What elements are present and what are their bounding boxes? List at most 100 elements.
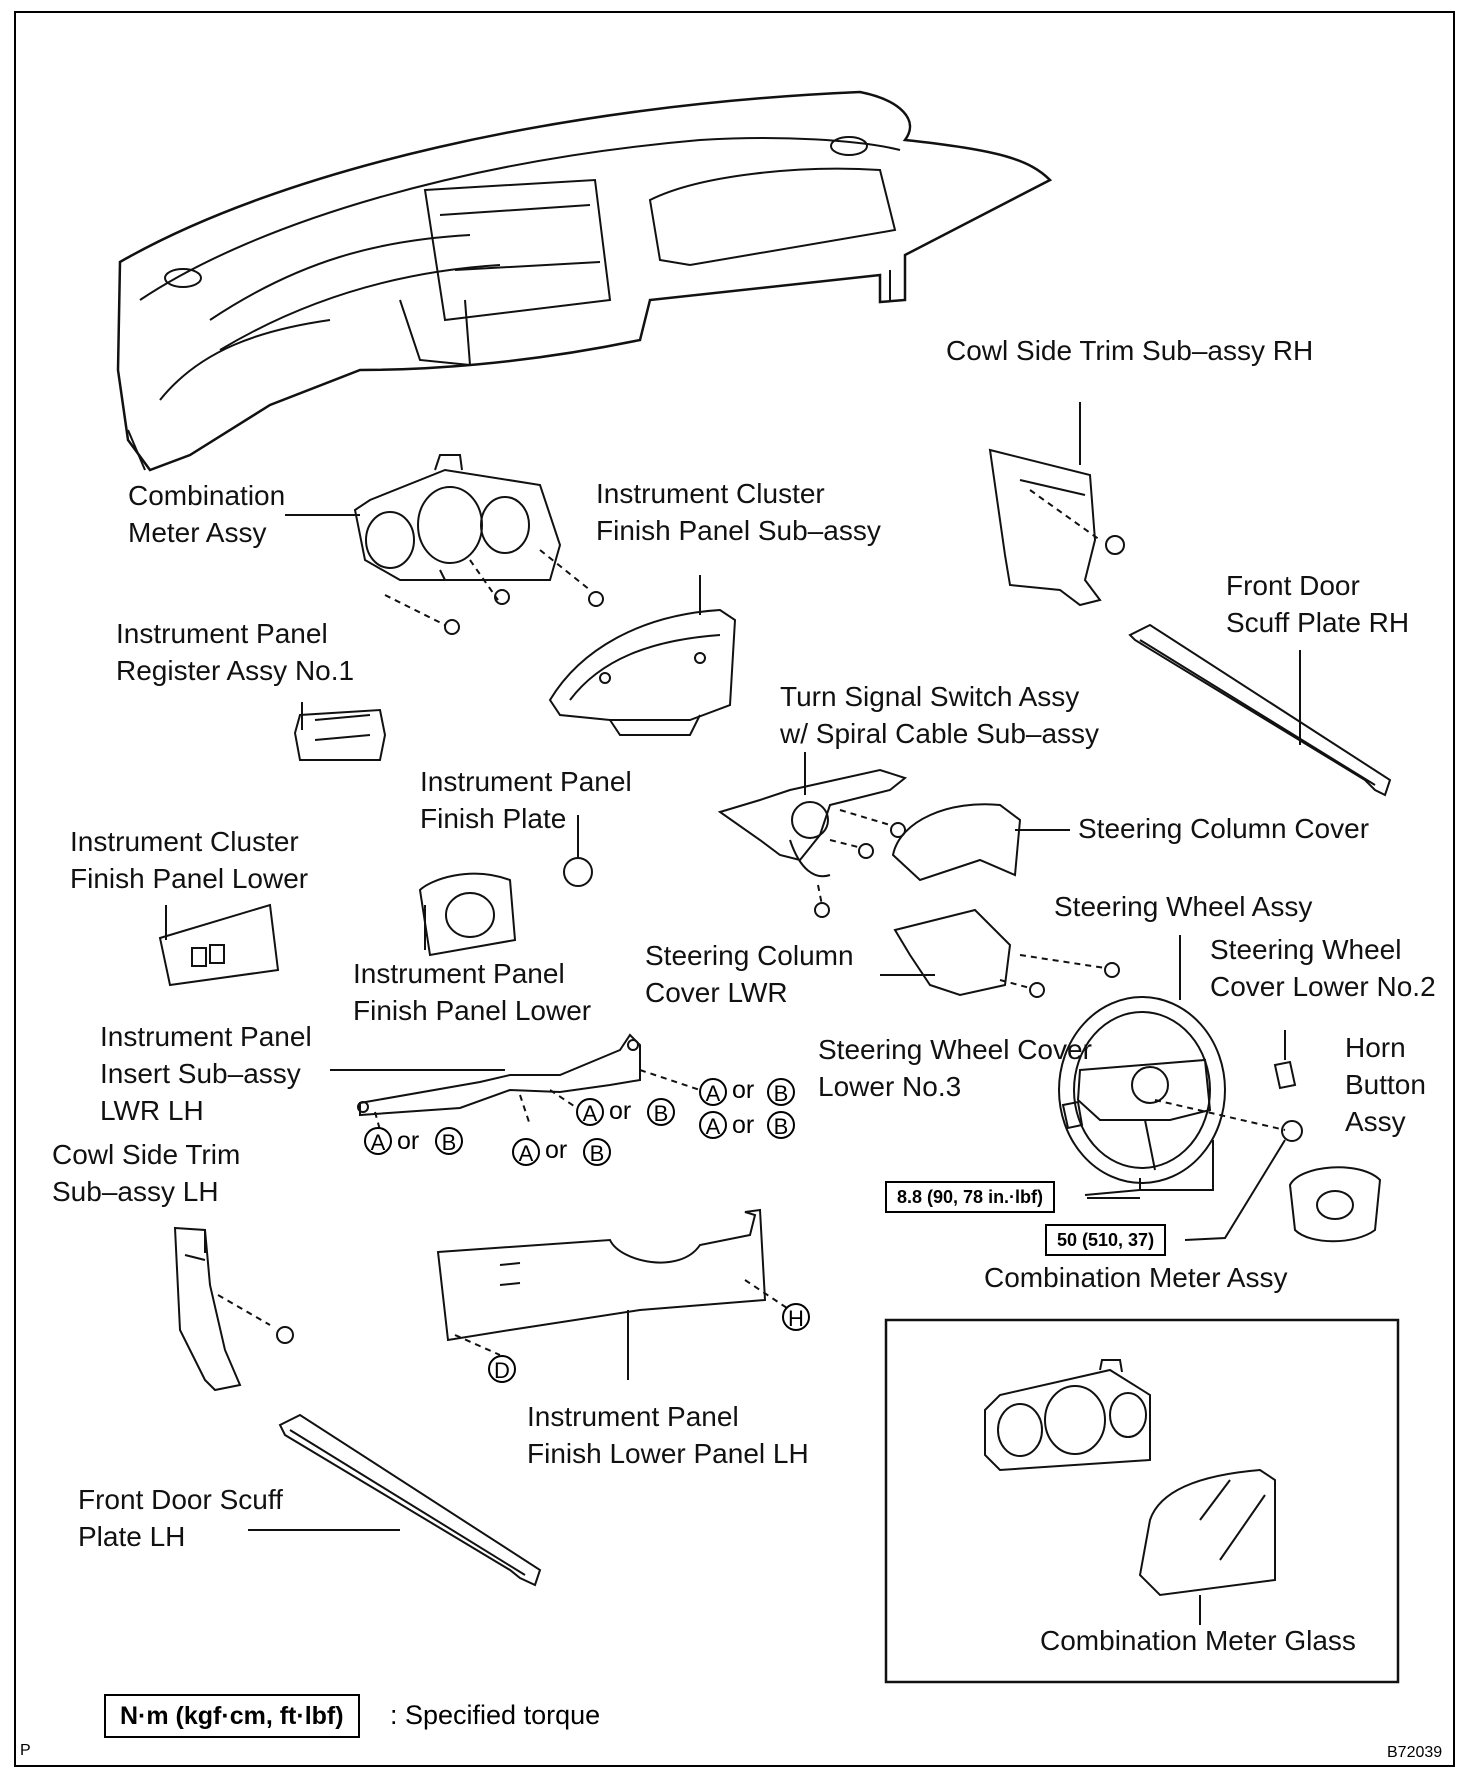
label-line: Front Door Scuff xyxy=(78,1484,283,1515)
leader-lines xyxy=(165,402,1301,1241)
finish-panel-lower-drawing xyxy=(418,872,517,957)
label-line: Instrument Cluster xyxy=(596,478,825,509)
clip-callout: B xyxy=(583,1138,611,1166)
label-line: Cover Lower No.2 xyxy=(1210,971,1436,1002)
label-steering-column-cover: Steering Column Cover xyxy=(1078,813,1370,844)
label-line: Finish Panel Lower xyxy=(353,995,592,1026)
finish-plate-drawing xyxy=(563,857,593,887)
label-line: Button xyxy=(1345,1069,1426,1100)
label-horn-button: Horn Button Assy xyxy=(1345,1029,1426,1140)
label-line: Steering Wheel Cover xyxy=(818,1034,1092,1065)
label-cluster-finish-panel-lower: Instrument Cluster Finish Panel Lower xyxy=(70,823,308,897)
label-front-door-scuff-rh: Front Door Scuff Plate RH xyxy=(1226,567,1409,641)
label-line: Finish Plate xyxy=(420,803,567,834)
label-combination-meter-assy: Combination Meter Assy xyxy=(128,477,285,551)
label-finish-panel-lower: Instrument Panel Finish Panel Lower xyxy=(353,955,591,1029)
inset-box xyxy=(884,1318,1400,1684)
clip-callout: B xyxy=(647,1098,675,1126)
steering-column-cover-lwr-drawing xyxy=(893,908,1120,998)
or-text: or xyxy=(732,1076,755,1104)
clip-callout: A xyxy=(364,1127,392,1155)
label-turn-signal-switch: Turn Signal Switch Assy w/ Spiral Cable … xyxy=(780,678,1099,752)
clip-callout: A xyxy=(699,1078,727,1106)
label-finish-plate: Instrument Panel Finish Plate xyxy=(420,763,632,837)
label-line: Combination xyxy=(128,480,286,511)
label-line: Scuff Plate RH xyxy=(1226,607,1410,638)
label-front-door-scuff-lh: Front Door Scuff Plate LH xyxy=(78,1481,283,1555)
cluster-finish-panel-drawing xyxy=(548,608,737,736)
legend-torque-unit: N·m (kgf·cm, ft·lbf) xyxy=(104,1694,360,1738)
label-cluster-finish-panel: Instrument Cluster Finish Panel Sub–assy xyxy=(596,475,881,549)
label-line: Steering Column xyxy=(645,940,854,971)
corner-mark: P xyxy=(20,1742,31,1759)
torque-box-horn: 50 (510, 37) xyxy=(1045,1224,1167,1256)
or-text: or xyxy=(545,1136,568,1164)
diagram-frame xyxy=(14,11,1455,1767)
insert-sub-assy-drawing xyxy=(330,1033,701,1131)
label-line: Meter Assy xyxy=(128,517,267,548)
screw-drawings xyxy=(384,549,604,635)
finish-lower-panel-lh-drawing xyxy=(436,1208,791,1380)
label-line: Front Door xyxy=(1226,570,1360,601)
inset-meter-drawing xyxy=(984,1359,1151,1472)
label-steering-wheel-assy: Steering Wheel Assy xyxy=(1054,891,1313,922)
clip-callout: A xyxy=(699,1111,727,1139)
scuff-plate-rh-drawing xyxy=(1128,623,1392,797)
label-line: Finish Panel Lower xyxy=(70,863,309,894)
clip-callout: D xyxy=(488,1355,516,1383)
clip-callout: B xyxy=(767,1111,795,1139)
label-line: Lower No.3 xyxy=(818,1071,962,1102)
or-text: or xyxy=(397,1127,420,1155)
label-line: Plate LH xyxy=(78,1521,186,1552)
torque-box-steering-wheel: 8.8 (90, 78 in.·lbf) xyxy=(885,1181,1056,1213)
label-cowl-side-trim-lh: Cowl Side Trim Sub–assy LH xyxy=(52,1136,240,1210)
label-line: Finish Lower Panel LH xyxy=(527,1438,809,1469)
label-insert-sub-assy: Instrument Panel Insert Sub–assy LWR LH xyxy=(100,1018,312,1129)
clip-callout: A xyxy=(512,1138,540,1166)
label-line: Cowl Side Trim xyxy=(52,1139,241,1170)
label-combination-meter-glass: Combination Meter Glass xyxy=(1040,1625,1356,1656)
legend-description: : Specified torque xyxy=(390,1700,601,1730)
or-text: or xyxy=(732,1111,755,1139)
label-line: Instrument Panel xyxy=(116,618,328,649)
clip-callout: A xyxy=(576,1098,604,1126)
label-inset-title: Combination Meter Assy xyxy=(984,1262,1288,1293)
label-line: Steering Wheel xyxy=(1210,934,1402,965)
label-finish-lower-panel-lh: Instrument Panel Finish Lower Panel LH xyxy=(527,1398,809,1472)
steering-column-cover-drawing xyxy=(891,803,1022,882)
cowl-side-trim-lh-drawing xyxy=(173,1226,294,1392)
label-line: Finish Panel Sub–assy xyxy=(596,515,881,546)
label-line: Assy xyxy=(1345,1106,1406,1137)
clip-callout: B xyxy=(767,1078,795,1106)
scuff-plate-lh-drawing xyxy=(248,1413,542,1587)
label-steering-wheel-cover-no3: Steering Wheel Cover Lower No.3 xyxy=(818,1031,1092,1105)
label-line: LWR LH xyxy=(100,1095,204,1126)
horn-button-drawing xyxy=(1288,1166,1382,1243)
combination-meter-drawing xyxy=(353,454,562,581)
label-line: Instrument Cluster xyxy=(70,826,299,857)
turn-signal-switch-drawing xyxy=(717,768,908,918)
label-line: Register Assy No.1 xyxy=(116,655,355,686)
label-line: Turn Signal Switch Assy xyxy=(780,681,1080,712)
label-steering-wheel-cover-no2: Steering Wheel Cover Lower No.2 xyxy=(1210,931,1436,1005)
inset-glass-drawing xyxy=(1138,1468,1276,1625)
register-drawing xyxy=(293,708,387,761)
label-line: Sub–assy LH xyxy=(52,1176,219,1207)
steering-wheel-covers-drawing xyxy=(1061,1060,1303,1142)
label-line: Instrument Panel xyxy=(527,1401,739,1432)
cowl-side-trim-rh-drawing xyxy=(988,448,1125,607)
instrument-panel-drawing xyxy=(116,90,1053,472)
label-line: Horn xyxy=(1345,1032,1406,1063)
figure-code: B72039 xyxy=(1387,1744,1443,1761)
label-cowl-side-trim-rh: Cowl Side Trim Sub–assy RH xyxy=(946,335,1314,366)
or-text: or xyxy=(609,1097,632,1125)
cluster-finish-panel-lower-drawing xyxy=(158,903,280,987)
clip-callout: H xyxy=(782,1303,810,1331)
label-line: Cover LWR xyxy=(645,977,788,1008)
label-line: w/ Spiral Cable Sub–assy xyxy=(780,718,1100,749)
label-line: Instrument Panel xyxy=(353,958,565,989)
label-line: Insert Sub–assy xyxy=(100,1058,301,1089)
label-steering-column-cover-lwr: Steering Column Cover LWR xyxy=(645,937,854,1011)
label-line: Instrument Panel xyxy=(100,1021,312,1052)
